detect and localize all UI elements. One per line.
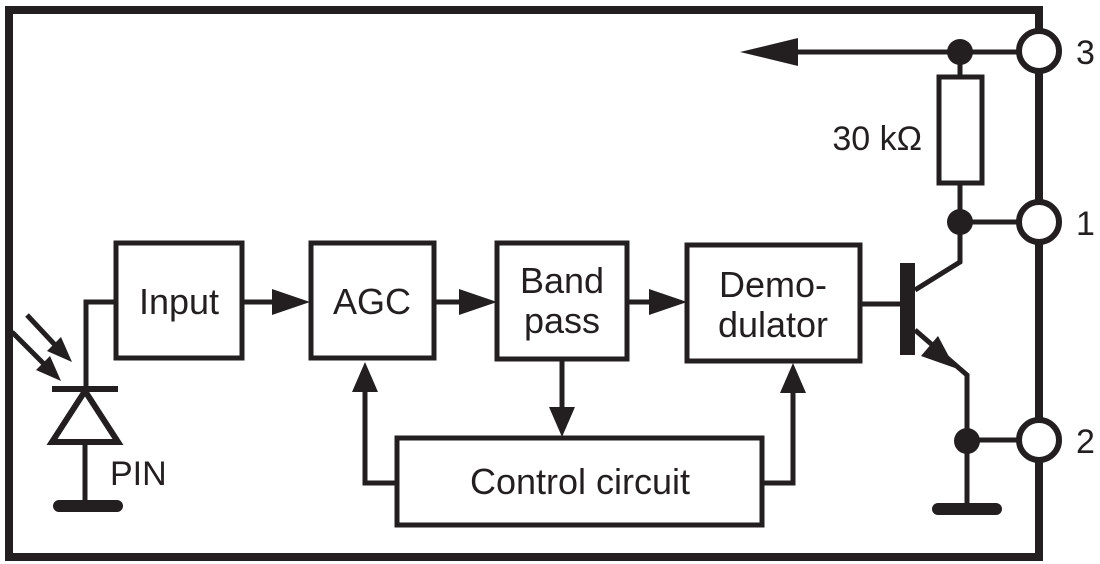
- demodulator-block: Demo- dulator: [684, 242, 863, 364]
- pin-2: 2: [1016, 417, 1095, 463]
- ground-symbol-left-icon: [53, 500, 123, 512]
- pin-1-label: 1: [1076, 205, 1095, 243]
- junction-dot-collector: [947, 209, 973, 235]
- control-circuit-block: Control circuit: [394, 435, 765, 528]
- transistor-emitter-arrowhead-icon: [921, 336, 955, 368]
- resistor-branch: 30 kΩ: [832, 52, 985, 235]
- bandpass-label-line1: Band: [520, 260, 604, 301]
- transistor-collector-wire: [913, 222, 963, 293]
- demodulator-label-line2: dulator: [718, 304, 828, 345]
- signal-arrows: [242, 289, 687, 315]
- output-line: [740, 38, 1021, 66]
- demodulator-box: [684, 242, 863, 364]
- resistor-value-label: 30 kΩ: [832, 120, 922, 158]
- case-outline: [5, 6, 1043, 561]
- agc-to-bandpass-arrowhead-icon: [459, 289, 497, 315]
- photodiode-symbol-icon: [46, 385, 124, 445]
- photodiode-to-input-wire: [83, 299, 116, 389]
- pin-1: 1: [1016, 199, 1095, 245]
- pin-2-terminal: [1016, 417, 1062, 463]
- control-to-agc-wire: [362, 390, 397, 486]
- agc-label: AGC: [333, 281, 411, 322]
- bandpass-label-line2: pass: [524, 300, 600, 341]
- pin-1-terminal: [1016, 199, 1062, 245]
- pin-3: 3: [1016, 28, 1095, 74]
- bandpass-block: Band pass: [494, 240, 630, 362]
- light-arrows: [10, 313, 72, 381]
- control-to-agc-arrowhead-icon: [352, 362, 378, 392]
- control-circuit-label: Control circuit: [470, 461, 690, 502]
- pin-3-label: 3: [1076, 34, 1095, 72]
- light-ray-2-wire: [10, 330, 47, 367]
- junction-dot-emitter: [954, 428, 980, 454]
- light-ray-1-wire: [25, 313, 58, 348]
- control-to-demodulator-wire: [762, 391, 796, 486]
- output-transistor: [860, 222, 970, 441]
- input-box: [113, 240, 245, 361]
- input-to-agc-arrowhead-icon: [272, 289, 310, 315]
- photodiode-label: PIN: [110, 455, 167, 493]
- output-arrowhead-left-icon: [740, 38, 798, 66]
- light-ray-2-arrowhead-icon: [36, 356, 61, 381]
- pin-2-label: 2: [1076, 423, 1095, 461]
- resistor-symbol: [936, 74, 985, 186]
- pin-3-terminal: [1016, 28, 1062, 74]
- light-ray-1-arrowhead-icon: [47, 337, 72, 362]
- bandpass-to-control-arrowhead-icon: [549, 407, 575, 437]
- transistor-base-bar: [900, 263, 915, 355]
- bandpass-to-demodulator-arrowhead-icon: [649, 289, 687, 315]
- ground-symbol-right-icon: [932, 503, 1002, 515]
- agc-block: AGC: [308, 240, 437, 361]
- pin-photodiode-branch: PIN: [46, 299, 167, 512]
- input-label: Input: [139, 281, 219, 322]
- demodulator-label-line1: Demo-: [719, 264, 827, 305]
- feedback-arrows: [352, 359, 806, 486]
- emitter-node: [932, 437, 1021, 515]
- input-block: Input: [113, 240, 245, 361]
- agc-box: [308, 240, 437, 361]
- junction-dot-top: [947, 39, 973, 65]
- control-to-demodulator-arrowhead-icon: [780, 363, 806, 393]
